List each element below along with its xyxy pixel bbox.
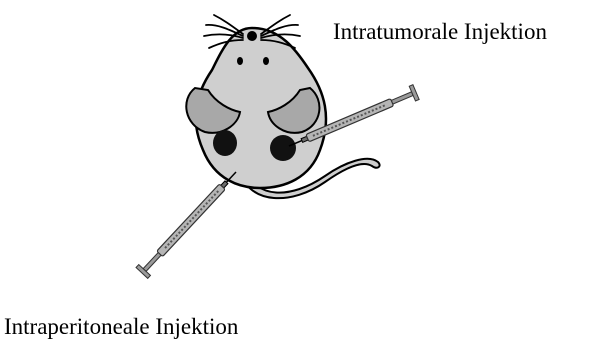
syringe-icon xyxy=(136,167,242,279)
intratumoral-label: Intratumorale Injektion xyxy=(333,20,547,43)
intraperitoneal-label: Intraperitoneale Injektion xyxy=(4,315,238,338)
tumor-icon xyxy=(270,135,296,161)
tumor-icon xyxy=(213,130,237,156)
mouse-icon xyxy=(186,28,326,188)
